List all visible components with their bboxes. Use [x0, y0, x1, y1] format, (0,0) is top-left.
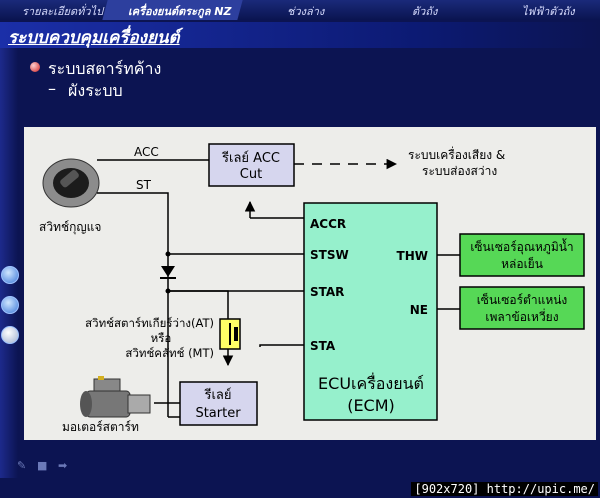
- ecm-title-line1: ECUเครื่องยนต์: [318, 372, 424, 393]
- next-icon[interactable]: ➡: [58, 459, 68, 472]
- nav-item-body-electrical[interactable]: ไฟฟ้าตัวถัง: [522, 5, 575, 18]
- nav-forward-icon[interactable]: [1, 266, 19, 284]
- pen-icon[interactable]: ✎: [17, 459, 27, 472]
- wire-sta: [259, 344, 304, 347]
- nav-item-chassis[interactable]: ช่วงล่าง: [287, 5, 325, 18]
- wire-nsw-top: [168, 290, 229, 319]
- diode-icon: [160, 266, 176, 279]
- wiring: [97, 158, 460, 418]
- acc-cut-relay-line2: Cut: [240, 167, 262, 182]
- title-bar: [0, 22, 600, 48]
- nav-back-icon[interactable]: [1, 296, 19, 314]
- top-navigation: รายละเอียดทั่วไป เครื่องยนต์ตระกูล NZ ช่…: [0, 0, 600, 20]
- starter-motor-icon: [80, 376, 151, 418]
- ecm-pin-thw: THW: [397, 249, 428, 263]
- coolant-temp-sensor-line1: เซ็นเซอร์อุณหภูมิน้ำ: [470, 238, 573, 255]
- system-diagram: รีเลย์ ACC Cut ACCR STSW STAR STA THW NE…: [39, 143, 585, 434]
- acc-cut-relay-line1: รีเลย์ ACC: [221, 150, 280, 166]
- key-switch-icon: [42, 158, 100, 208]
- acc-cut-relay: [208, 143, 295, 187]
- bullet-icon: [30, 62, 40, 72]
- neutral-switch-line1: สวิทช์สตาร์ทเกียร์ว่าง(AT): [85, 316, 214, 330]
- starter-relay-line2: Starter: [195, 406, 241, 421]
- coolant-temp-sensor: [459, 233, 585, 277]
- ecm-pin-ne: NE: [410, 303, 428, 317]
- neutral-switch-line3: สวิทช์คลัทช์ (MT): [125, 346, 214, 360]
- page-title: ระบบควบคุมเครื่องยนต์: [8, 28, 180, 48]
- starter-motor-label: มอเตอร์สตาร์ท: [62, 420, 139, 434]
- junction-dot-stsw: [165, 251, 171, 257]
- neutral-start-switch-icon: [219, 318, 241, 350]
- nav-item-general[interactable]: รายละเอียดทั่วไป: [22, 5, 104, 18]
- left-stripe: [0, 48, 18, 478]
- audio-lighting-line1: ระบบเครื่องเสียง &: [408, 146, 505, 162]
- menu-icon[interactable]: ■: [37, 459, 48, 472]
- acc-label: ACC: [134, 145, 159, 159]
- bullet-sub-dash: –: [48, 79, 56, 98]
- diagram-panel: รีเลย์ ACC Cut ACCR STSW STAR STA THW NE…: [24, 127, 596, 440]
- nav-item-nz-engine[interactable]: เครื่องยนต์ตระกูล NZ: [128, 5, 232, 18]
- crank-position-sensor: [459, 286, 585, 330]
- bullet-sub: ผังระบบ: [68, 81, 123, 100]
- starter-relay: [179, 381, 258, 426]
- junction-dot-star: [165, 288, 171, 294]
- ecm-title-line2: (ECM): [347, 396, 395, 415]
- ecm-box: [303, 202, 438, 421]
- ecm-pin-stsw: STSW: [310, 248, 349, 262]
- ecm-pin-star: STAR: [310, 285, 344, 299]
- bullet-main: ระบบสตาร์ทค้าง: [48, 59, 162, 78]
- ecm-pin-accr: ACCR: [310, 217, 346, 231]
- crank-position-sensor-line1: เซ็นเซอร์ตำแหน่ง: [477, 292, 568, 307]
- wire-st: [97, 192, 169, 417]
- image-caption: [902x720] http://upic.me/: [411, 482, 598, 496]
- ecm-pin-sta: STA: [310, 339, 336, 353]
- nav-item-body[interactable]: ตัวถัง: [412, 5, 438, 18]
- coolant-temp-sensor-line2: หล่อเย็น: [501, 256, 543, 271]
- home-icon[interactable]: [1, 326, 19, 344]
- audio-lighting-line2: ระบบส่องสว่าง: [422, 164, 497, 178]
- neutral-switch-line2: หรือ: [151, 331, 172, 345]
- ignition-switch-label: สวิทช์กุญแจ: [39, 220, 101, 235]
- starter-relay-line1: รีเลย์: [203, 387, 231, 403]
- st-label: ST: [136, 178, 152, 192]
- crank-position-sensor-line2: เพลาข้อเหวี่ยง: [485, 308, 558, 324]
